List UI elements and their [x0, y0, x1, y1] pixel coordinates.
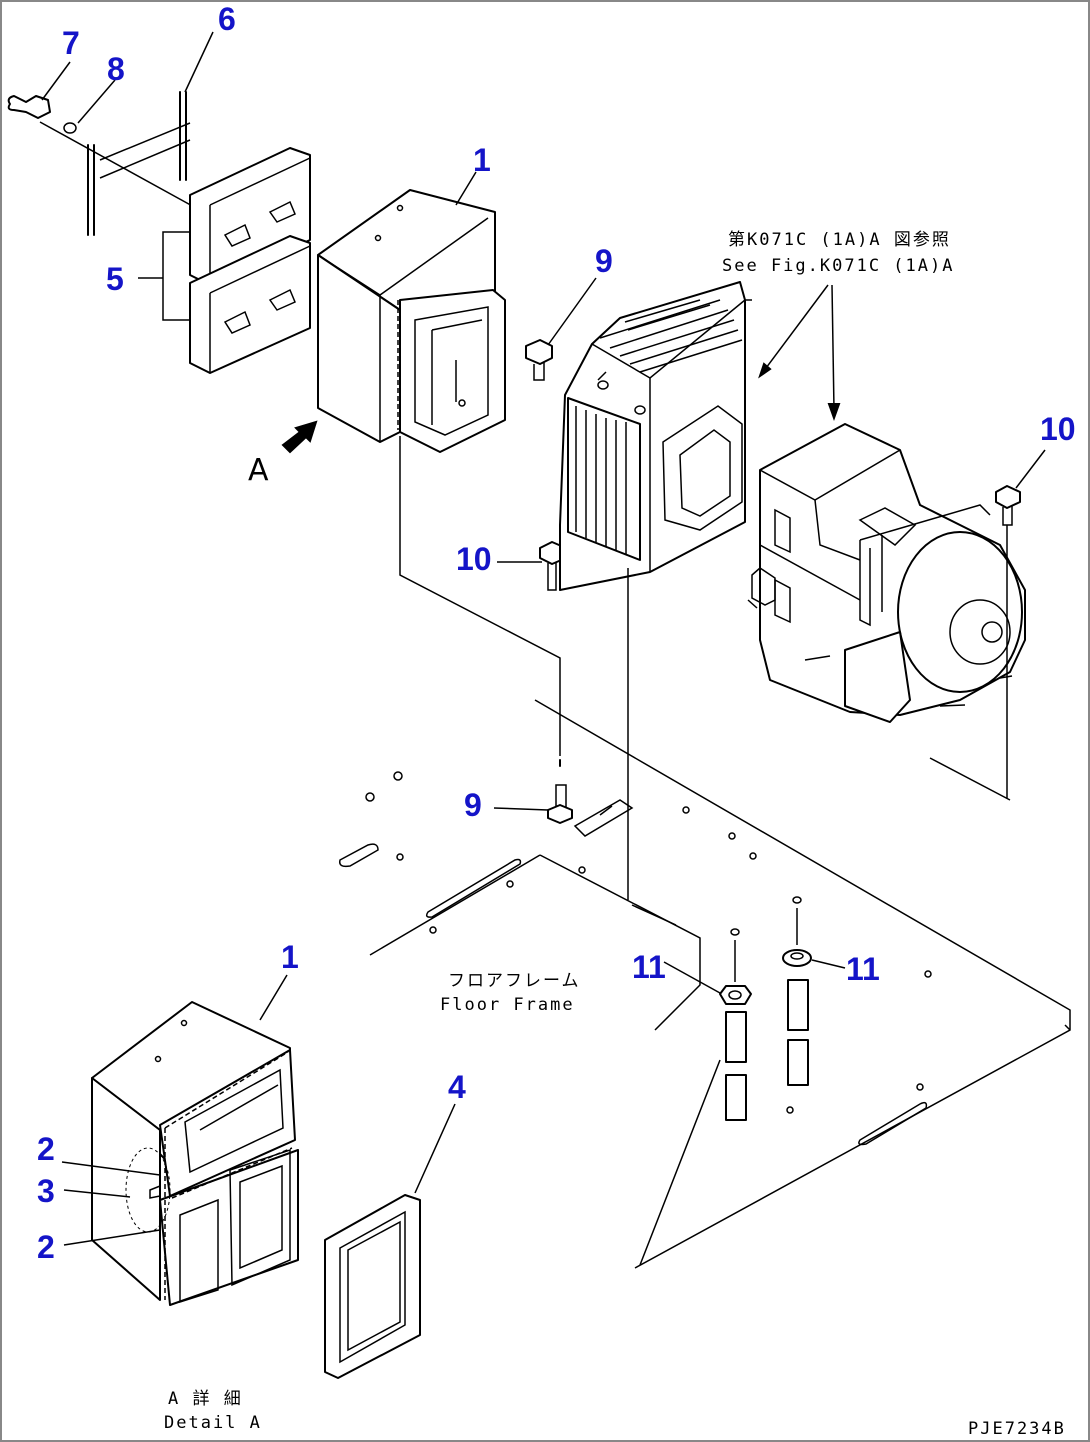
callout-11-right: 11: [846, 951, 880, 987]
callout-5: 5: [106, 261, 124, 297]
bolt-10-right: [995, 485, 1021, 526]
callout-10-left: 10: [456, 541, 492, 577]
callout-7: 7: [62, 25, 80, 61]
drawing-number: PJE7234B: [968, 1419, 1066, 1439]
callout-1-detail: 1: [281, 939, 299, 975]
callout-11-left: 11: [632, 949, 666, 985]
bolt-9-top: [525, 339, 553, 381]
stud-nut-right: [782, 896, 812, 1086]
callout-9-top: 9: [595, 243, 613, 279]
callout-4: 4: [448, 1069, 466, 1105]
filter-elements: [138, 147, 311, 374]
detail-housing: [91, 1001, 299, 1306]
reference-note-jp: 第K071C (1A)A 図参照: [728, 230, 951, 250]
callout-2-b: 2: [37, 1229, 55, 1265]
leader-lines: [41, 31, 1046, 1246]
view-arrow: [281, 420, 318, 454]
floor-frame-label-en: Floor Frame: [440, 995, 575, 1015]
detail-label-en: Detail A: [164, 1413, 262, 1433]
floor-frame-label-jp: フロアフレーム: [448, 971, 581, 991]
pipe-assembly: [7, 91, 197, 236]
callout-2-a: 2: [37, 1131, 55, 1167]
detail-label-jp: A 詳 細: [168, 1389, 243, 1409]
filter-housing-top: [317, 189, 506, 453]
assembly-lines: [399, 436, 1008, 900]
callout-6: 6: [218, 1, 236, 37]
bolt-9-floor: [547, 759, 573, 824]
stud-nut-left: [719, 928, 752, 1121]
callout-10-right: 10: [1040, 411, 1076, 447]
floor-frame-plate: [338, 699, 1071, 1269]
reference-note-en: See Fig.K071C (1A)A: [722, 256, 954, 276]
callout-9-floor: 9: [464, 787, 482, 823]
detail-gasket: [324, 1194, 421, 1379]
callout-1-top: 1: [473, 142, 491, 178]
callout-8: 8: [107, 51, 125, 87]
view-marker-a: A: [248, 453, 269, 488]
reference-leaders: [758, 284, 841, 421]
heater-unit: [559, 281, 752, 591]
blower-unit: [747, 423, 1026, 723]
callout-3: 3: [37, 1173, 55, 1209]
